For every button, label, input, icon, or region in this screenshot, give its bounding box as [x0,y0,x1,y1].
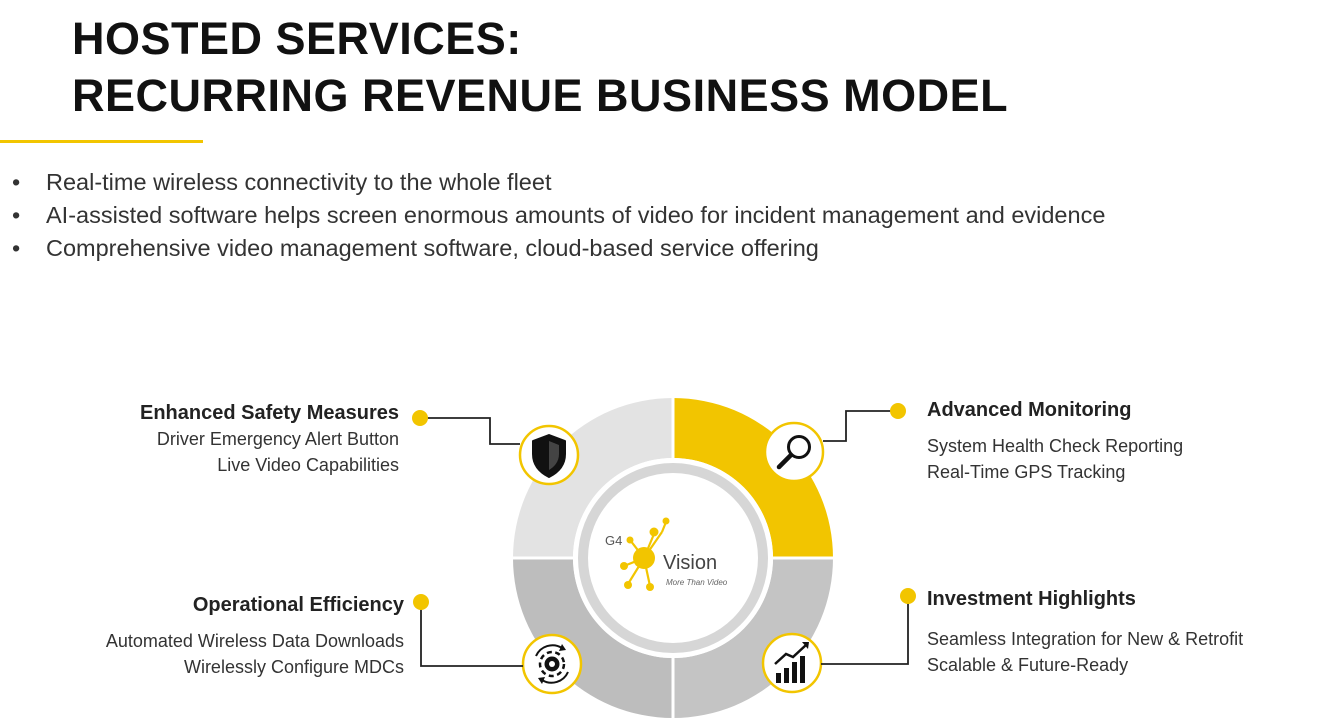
bullet-list: Real-time wireless connectivity to the w… [0,166,1105,265]
feature-line: Real-Time GPS Tracking [927,462,1126,482]
feature-title: Operational Efficiency [192,594,404,616]
feature-line: Automated Wireless Data Downloads [105,631,404,651]
feature-line: Scalable & Future-Ready [927,655,1129,675]
feature-title: Investment Highlights [927,588,1136,610]
gear-cycle-icon [535,644,569,684]
logo-name: Vision [663,552,717,574]
magnifier-icon [776,435,811,470]
title-line-1: HOSTED SERVICES: [72,13,522,64]
slide-title: HOSTED SERVICES: RECURRING REVENUE BUSIN… [72,10,1008,124]
bullet-item: Real-time wireless connectivity to the w… [0,166,1105,199]
icon-badge-efficiency [521,633,583,695]
icon-badge-investment [761,632,823,694]
accent-rule [0,140,203,143]
feature-title: Enhanced Safety Measures [140,402,399,424]
bullet-item: AI-assisted software helps screen enormo… [0,199,1105,232]
feature-safety: Enhanced Safety Measures Driver Emergenc… [140,400,399,478]
logo-nodes [620,517,670,591]
center-disc [593,478,753,638]
ring-quadrant-monitoring [673,398,833,558]
feature-title: Advanced Monitoring [927,399,1132,421]
logo-prefix: G4 [605,533,622,548]
g4-vision-logo: G4 Vision More Than Video [605,517,728,591]
feature-monitoring: Advanced Monitoring System Health Check … [927,397,1183,485]
connector-dot-monitoring [890,403,906,419]
inner-ring [578,463,768,653]
logo-tagline: More Than Video [666,578,728,587]
connector-dot-safety [412,410,428,426]
feature-line: Driver Emergency Alert Button [156,429,399,449]
feature-line: Wirelessly Configure MDCs [183,657,404,677]
icon-badge-monitoring [763,421,825,483]
bullet-item: Comprehensive video management software,… [0,232,1105,265]
title-line-2: RECURRING REVENUE BUSINESS MODEL [72,70,1009,121]
connectors [420,410,909,667]
feature-line: Live Video Capabilities [217,455,399,475]
feature-line: System Health Check Reporting [927,436,1184,456]
ring-quadrant-safety [513,398,673,558]
feature-line: Seamless Integration for New & Retrofit [927,629,1244,649]
icon-badge-safety [518,424,580,486]
feature-investment: Investment Highlights Seamless Integrati… [927,586,1243,678]
connector-dot-investment [900,588,916,604]
connector-dot-efficiency [413,594,429,610]
ring-quadrant-investment [673,558,833,718]
ring-quadrant-efficiency [513,558,673,718]
feature-efficiency: Operational Efficiency Automated Wireles… [106,592,404,680]
growth-chart-icon [774,642,809,683]
